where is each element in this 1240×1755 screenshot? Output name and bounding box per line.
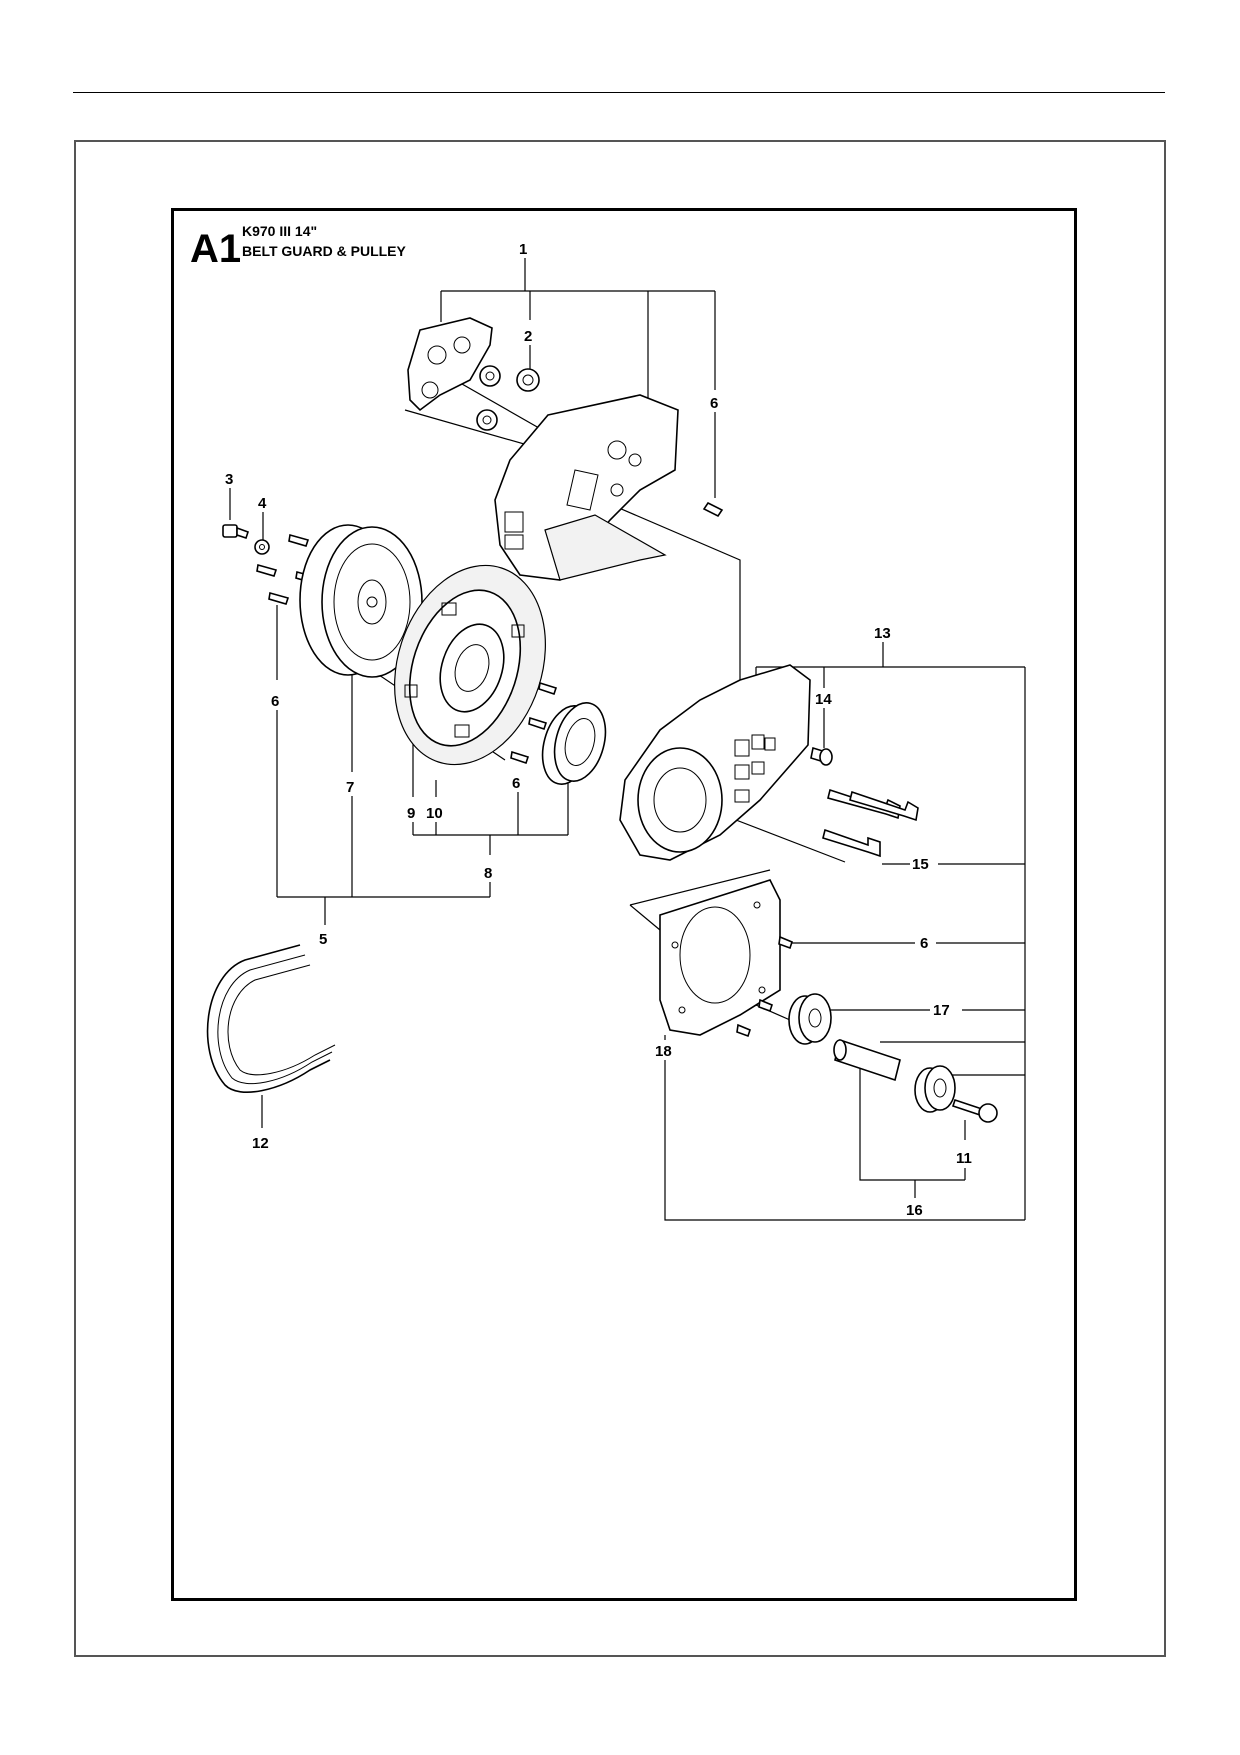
- callout-10: 10: [426, 805, 443, 822]
- outer-frame: [74, 140, 1166, 1657]
- callout-6-mid: 6: [512, 775, 520, 792]
- callout-18: 18: [655, 1043, 672, 1060]
- callout-6-left: 6: [271, 693, 279, 710]
- callout-6-top: 6: [710, 395, 718, 412]
- model-label: K970 III 14": [242, 223, 317, 239]
- callout-2: 2: [524, 328, 532, 345]
- clutch-hub-10: [439, 623, 505, 713]
- callout-12: 12: [252, 1135, 269, 1152]
- diagram-frame: [171, 208, 1077, 1601]
- screws-6-right: [736, 935, 793, 1038]
- nut-lower: [476, 409, 498, 431]
- bolt-3: [222, 524, 250, 540]
- callout-1: 1: [519, 241, 527, 258]
- nut-upper: [479, 365, 501, 387]
- drive-belt-12: [206, 944, 336, 1093]
- washer-4: [254, 539, 270, 555]
- callout-5: 5: [319, 931, 327, 948]
- callout-9: 9: [407, 805, 415, 822]
- callout-6-right: 6: [920, 935, 928, 952]
- screw-with-washer-11: [951, 1098, 998, 1123]
- callout-4: 4: [258, 495, 267, 512]
- drum-flange: [541, 702, 607, 785]
- callout-labels: 1 2 6 3 4 6 7 9 10 6 8 5 12 13 14 15 6 1…: [225, 241, 972, 1219]
- stud-bolts-15: [822, 788, 919, 858]
- callout-3: 3: [225, 471, 233, 488]
- callout-14: 14: [815, 691, 832, 708]
- screw-6-top: [702, 501, 724, 518]
- shaft-16: [833, 1038, 901, 1082]
- bearing-outer: [914, 1065, 956, 1113]
- callout-16: 16: [906, 1202, 923, 1219]
- socket-screw-14: [810, 746, 833, 766]
- bearing-17: [788, 993, 832, 1045]
- callout-7: 7: [346, 779, 354, 796]
- belt-guard-cover: [494, 394, 679, 581]
- callout-13: 13: [874, 625, 891, 642]
- section-code: A1: [190, 227, 241, 271]
- page-top-rule: [73, 92, 1165, 93]
- screws-6-mid: [510, 681, 558, 765]
- cover-plate-18: [659, 879, 781, 1036]
- callout-11: 11: [956, 1150, 972, 1167]
- diagram-title: BELT GUARD & PULLEY: [242, 243, 407, 259]
- callout-8: 8: [484, 865, 492, 882]
- callout-15: 15: [912, 856, 929, 873]
- nut-2: [516, 368, 540, 392]
- cutting-arm-13: [619, 664, 811, 861]
- callout-17: 17: [933, 1002, 950, 1019]
- belt-guard-inner-plate: [407, 317, 493, 412]
